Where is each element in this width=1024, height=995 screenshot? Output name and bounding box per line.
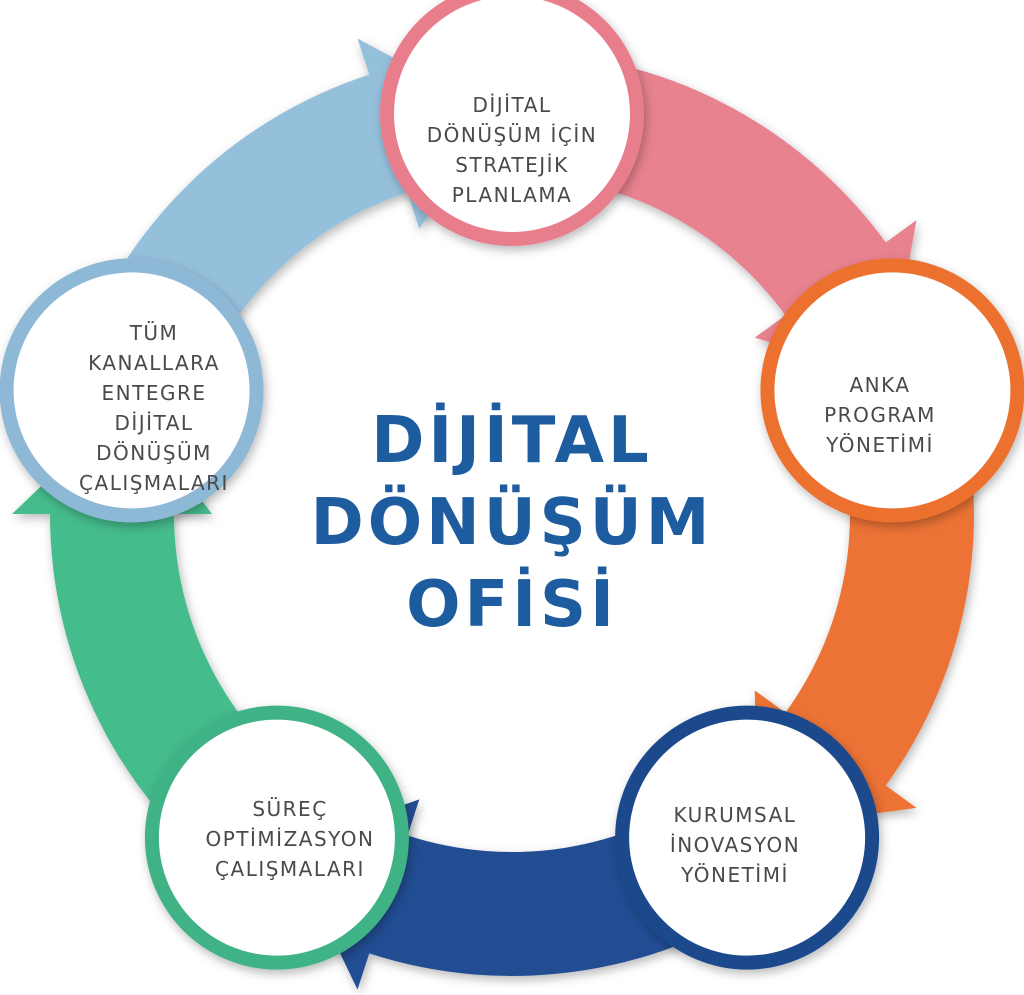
- node-line: DİJİTAL: [114, 411, 194, 435]
- node-line: İNOVASYON: [669, 833, 801, 857]
- node-label-strategic-planning: DİJİTAL DÖNÜŞÜM İÇİN STRATEJİK PLANLAMA: [380, 70, 644, 230]
- node-circle-channel-integration: [0, 258, 264, 523]
- nodes-layer: [0, 0, 1024, 970]
- node-circle-anka-program: [760, 258, 1024, 523]
- center-title-line: DÖNÜŞÜM: [310, 486, 714, 560]
- node-line: ANKA: [849, 373, 911, 397]
- node-line: DİJİTAL: [472, 93, 552, 117]
- node-label-innovation: KURUMSAL İNOVASYON YÖNETİMİ: [615, 780, 855, 910]
- node-line: STRATEJİK: [455, 153, 569, 177]
- center-title-line: DİJİTAL: [371, 404, 653, 478]
- node-line: KANALLARA: [88, 351, 220, 375]
- node-line: ENTEGRE: [101, 381, 207, 405]
- node-circle-strategic-planning: [380, 0, 644, 246]
- node-label-anka-program: ANKA PROGRAM YÖNETİMİ: [760, 350, 1000, 480]
- node-label-process-optimization: SÜREÇ OPTİMİZASYON ÇALIŞMALARI: [170, 774, 410, 904]
- node-line: ÇALIŞMALARI: [215, 857, 365, 881]
- node-inner: [774, 272, 1011, 509]
- node-inner: [394, 0, 630, 232]
- node-line: PROGRAM: [824, 403, 936, 427]
- center-title: DİJİTAL DÖNÜŞÜM OFİSİ: [310, 398, 714, 648]
- node-line: DÖNÜŞÜM: [96, 441, 212, 465]
- node-line: SÜREÇ: [252, 797, 328, 821]
- node-inner: [13, 272, 250, 509]
- node-line: KURUMSAL: [673, 803, 797, 827]
- node-circle-innovation: [615, 705, 880, 970]
- node-line: PLANLAMA: [451, 183, 573, 207]
- node-circle-process-optimization: [144, 705, 409, 970]
- node-inner: [158, 719, 395, 956]
- node-line: YÖNETİMİ: [826, 433, 934, 457]
- node-line: OPTİMİZASYON: [205, 827, 375, 851]
- center-title-line: OFİSİ: [406, 568, 618, 642]
- node-inner: [629, 719, 866, 956]
- node-line: DÖNÜŞÜM İÇİN: [426, 123, 598, 147]
- node-line: TÜM: [129, 321, 179, 345]
- node-line: YÖNETİMİ: [681, 863, 789, 887]
- node-line: ÇALIŞMALARI: [79, 471, 229, 495]
- node-label-channel-integration: TÜM KANALLARA ENTEGRE DİJİTAL DÖNÜŞÜM ÇA…: [34, 313, 274, 503]
